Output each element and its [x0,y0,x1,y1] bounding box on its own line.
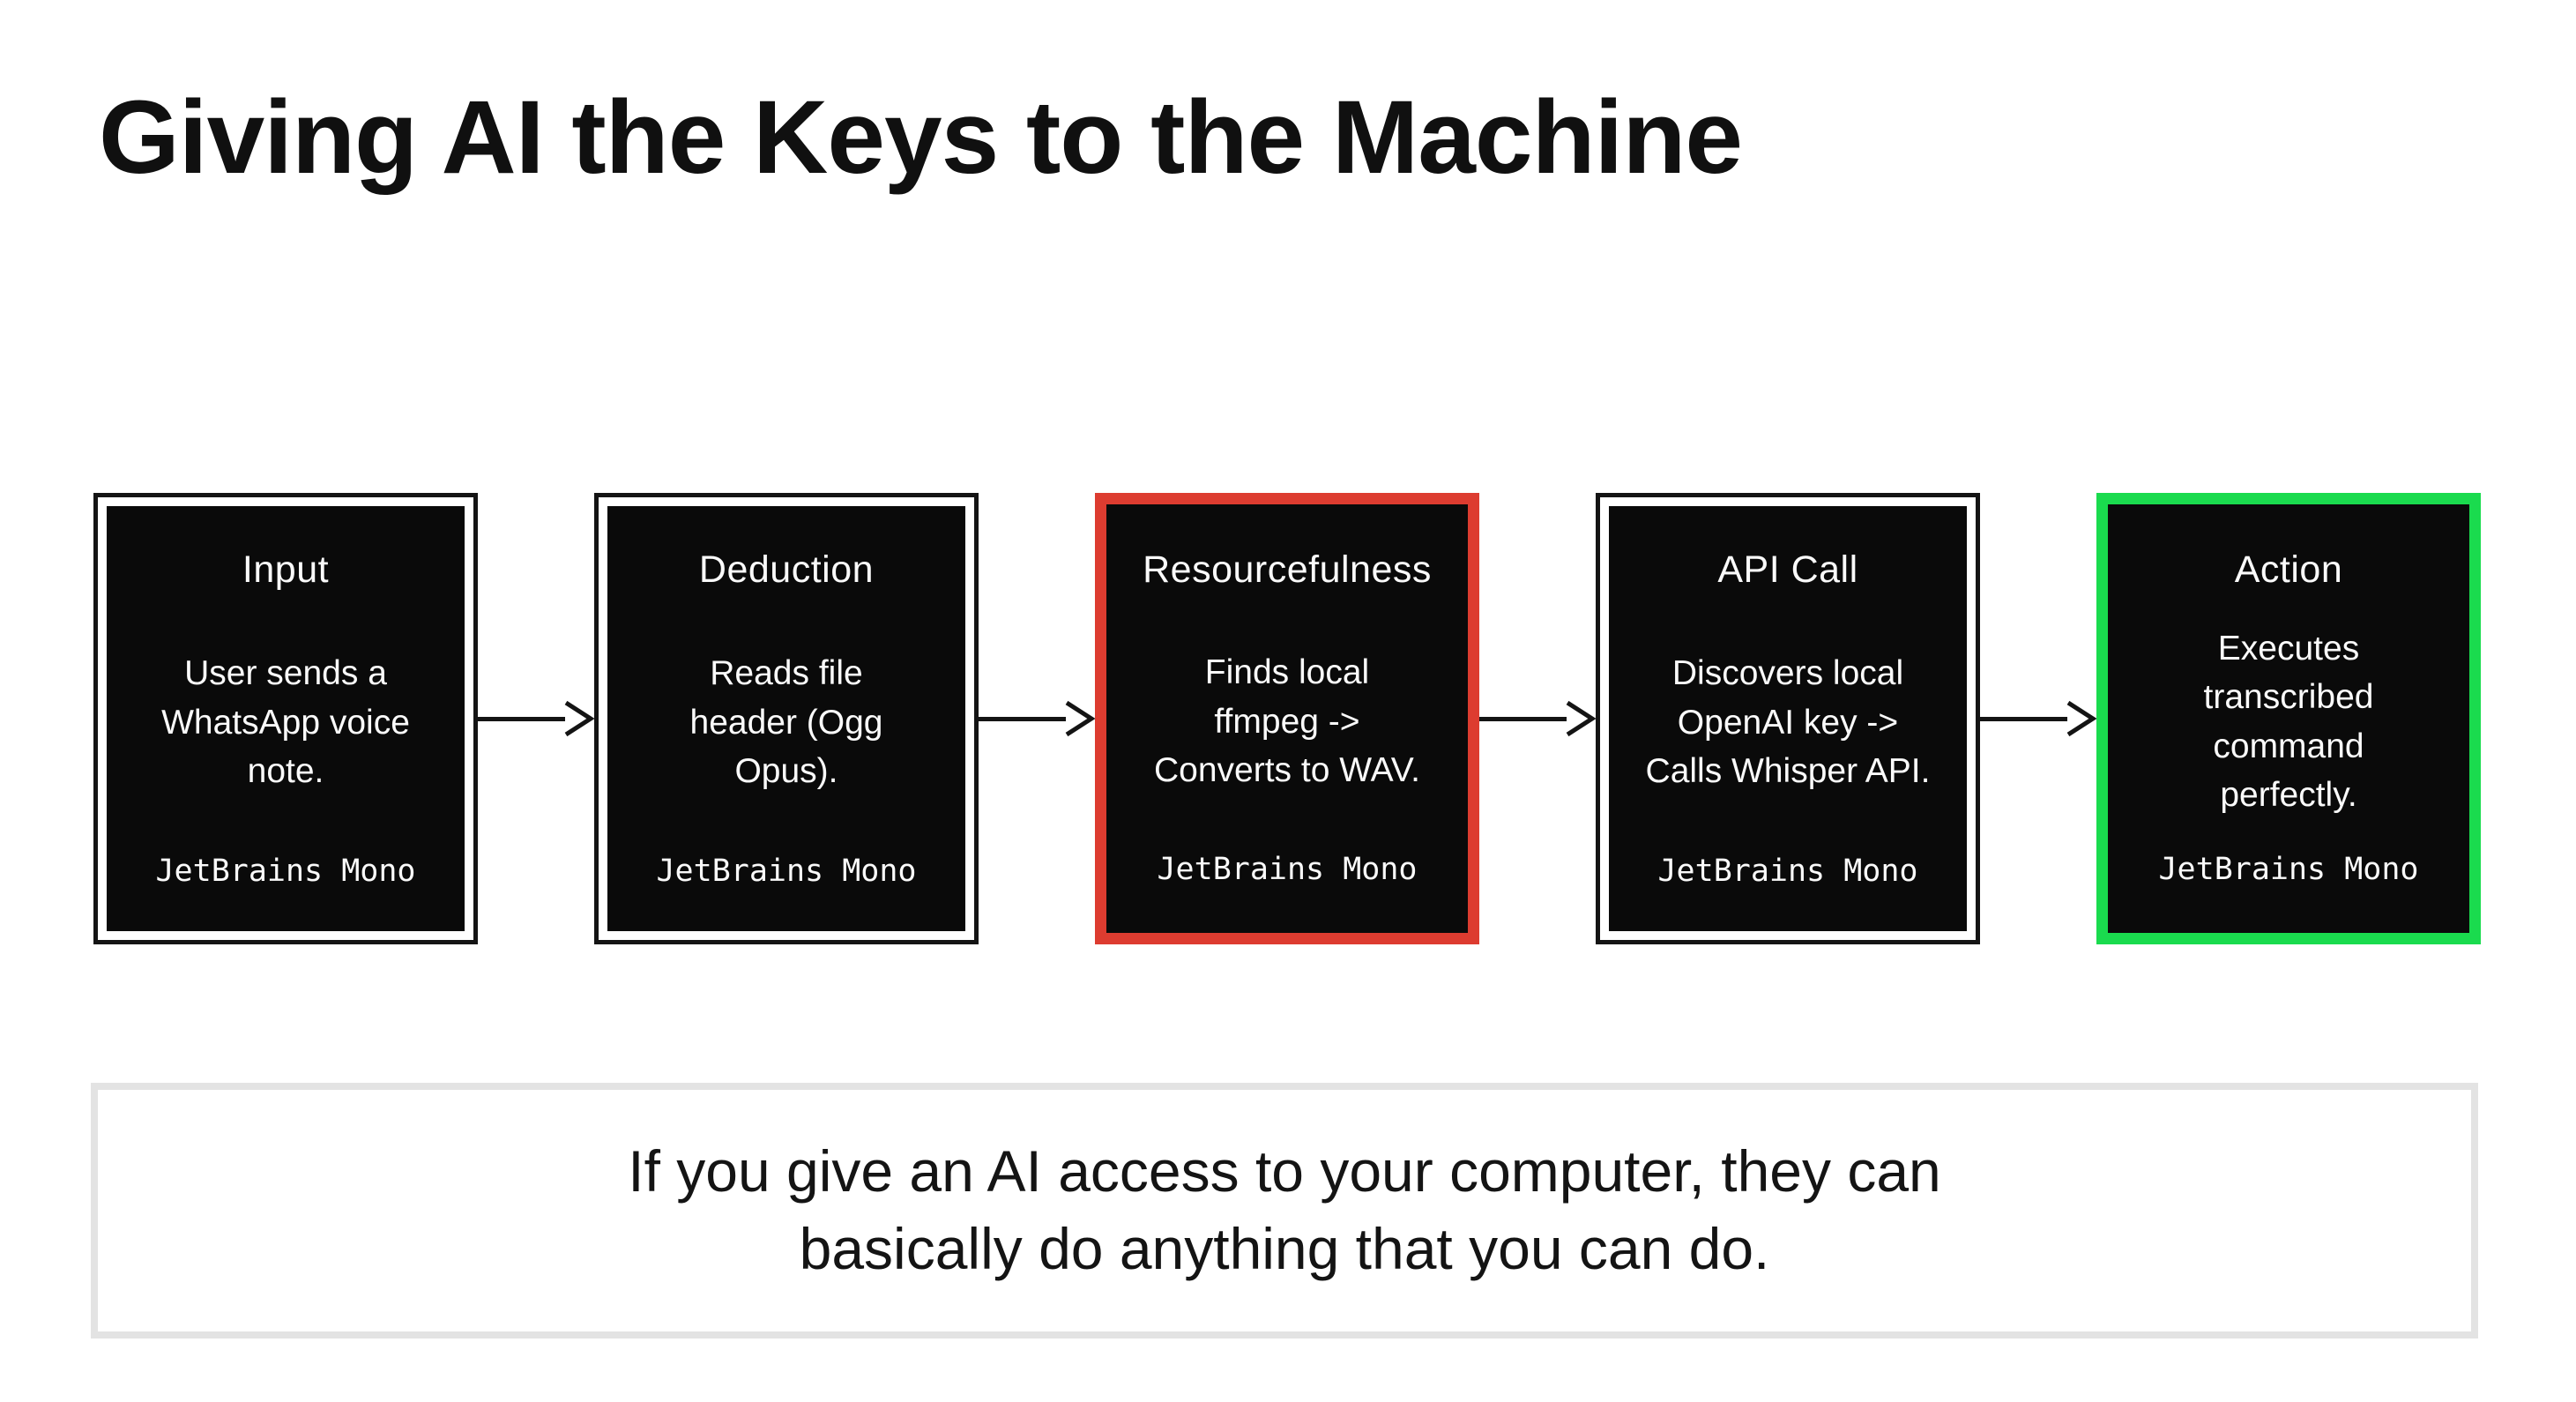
arrowhead-icon [1566,700,1596,737]
node-body: Discovers local OpenAI key -> Calls Whis… [1645,654,1931,791]
caption-text: If you give an AI access to your compute… [628,1138,1941,1281]
node-footer: JetBrains Mono [1657,854,1918,889]
node-title: API Call [1717,548,1858,591]
arrowhead-icon [1065,700,1095,737]
arrow-line [1980,716,2067,721]
page-title: Giving AI the Keys to the Machine [99,79,1743,196]
flow-arrow [478,493,594,944]
node-title: Action [2234,548,2343,591]
flow-node-deduction: Deduction Reads file header (Ogg Opus). … [594,493,979,944]
node-title: Deduction [698,548,875,591]
node-footer: JetBrains Mono [1157,852,1418,887]
arrow-line [979,716,1066,721]
node-footer: JetBrains Mono [155,854,416,889]
caption-box: If you give an AI access to your compute… [91,1083,2478,1339]
flow-node-input: Input User sends a WhatsApp voice note. … [93,493,478,944]
arrow-line [478,716,565,721]
node-title: Resourcefulness [1143,548,1432,591]
node-body: Executes transcribed command perfectly. [2203,629,2374,814]
flow-arrow [1479,493,1596,944]
node-title: Input [242,548,330,591]
arrow-line [1479,716,1567,721]
flow-arrow [979,493,1095,944]
flow-arrow [1980,493,2096,944]
node-body: Finds local ffmpeg -> Converts to WAV. [1153,653,1420,790]
node-body: Reads file header (Ogg Opus). [689,654,883,791]
flow-node-api-call: API Call Discovers local OpenAI key -> C… [1596,493,1980,944]
flow-node-resourcefulness: Resourcefulness Finds local ffmpeg -> Co… [1095,493,1479,944]
node-body: User sends a WhatsApp voice note. [161,654,410,791]
node-footer: JetBrains Mono [656,854,917,889]
node-footer: JetBrains Mono [2158,852,2419,887]
arrowhead-icon [2066,700,2096,737]
flow-node-action: Action Executes transcribed command perf… [2096,493,2481,944]
flowchart: Input User sends a WhatsApp voice note. … [93,493,2481,944]
arrowhead-icon [564,700,594,737]
